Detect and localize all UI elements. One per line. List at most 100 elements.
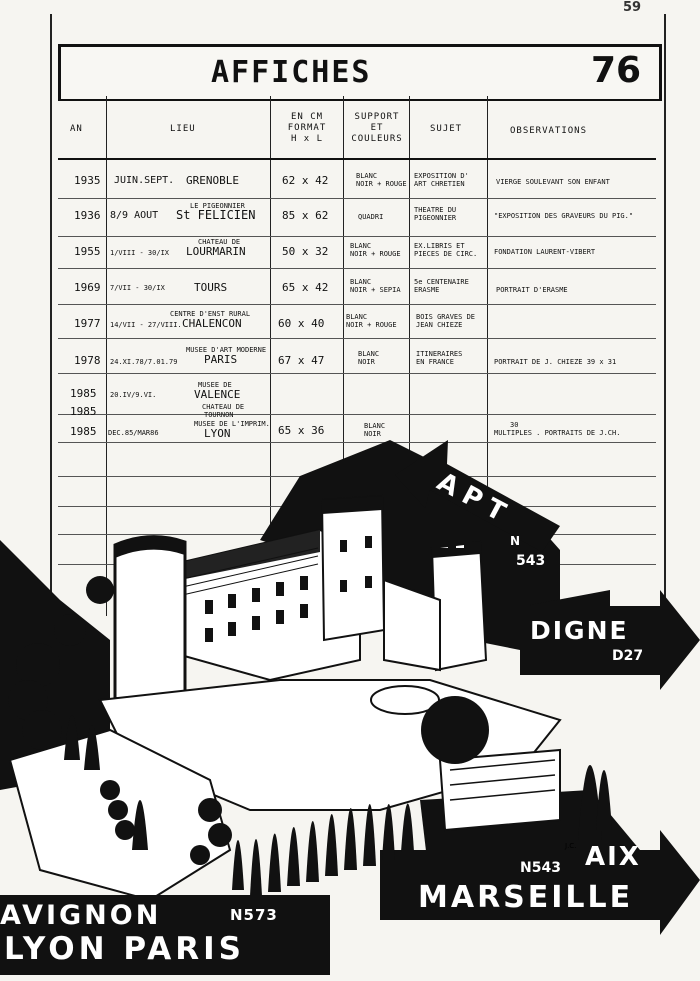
route-avignon-road: N573: [230, 906, 278, 924]
cell-year: 1977: [74, 317, 101, 330]
cell-support-line: BLANC: [350, 242, 372, 250]
header-support-line: ET: [370, 123, 384, 133]
column-header-format: EN CM FORMAT H x L: [274, 112, 340, 145]
cell-dates: 1/VIII - 30/IX: [110, 249, 170, 257]
cell-place: LOURMARIN: [186, 245, 246, 258]
cell-subject-line: ART CHRETIEN: [414, 180, 465, 188]
cell-year: 1985: [70, 425, 97, 438]
cell-subject-line: EXPOSITION D': [414, 172, 469, 180]
cell-format: 85 x 62: [282, 209, 329, 222]
row-rule: [58, 414, 656, 415]
column-header-observations: OBSERVATIONS: [510, 126, 588, 136]
cell-place-note: MUSEE DE L'IMPRIM.: [194, 420, 270, 428]
cell-observations-line: 30: [510, 421, 519, 429]
cell-support-line: NOIR + ROUGE: [346, 321, 397, 329]
column-header-sujet: SUJET: [430, 124, 463, 134]
cell-observations-line: MULTIPLES . PORTRAITS DE J.CH.: [494, 429, 621, 437]
cell-observations: PORTRAIT DE J. CHIEZE 39 x 31: [494, 358, 617, 366]
header-format-line: FORMAT: [287, 123, 327, 133]
cell-format: 50 x 32: [282, 245, 329, 258]
cell-subject-line: JEAN CHIEZE: [416, 321, 463, 329]
cell-support-line: BLANC: [350, 278, 372, 286]
header-format-line: H x L: [290, 134, 324, 144]
cell-place: TOURS: [194, 281, 228, 294]
row-rule: [58, 236, 656, 237]
cell-support-line: BLANC: [356, 172, 378, 180]
cell-support-line: NOIR: [364, 430, 381, 438]
cell-place: GRENOBLE: [186, 174, 239, 187]
document-sheet: [50, 14, 666, 614]
column-divider: [106, 96, 107, 616]
header-rule: [58, 158, 656, 160]
cell-support-line: BLANC: [364, 422, 386, 430]
header-support-line: SUPPORT: [354, 112, 400, 122]
route-apt-road-number: 543: [516, 553, 546, 569]
poster-illustration: J.C.: [0, 440, 700, 935]
cell-year: 1935: [74, 174, 101, 187]
cell-year: 1978: [74, 354, 101, 367]
cell-dates: JUIN.SEPT.: [114, 175, 175, 186]
cell-place: VALENCE: [194, 388, 241, 401]
cell-support: QUADRI: [358, 213, 383, 221]
cell-support-line: NOIR + ROUGE: [350, 250, 401, 258]
route-lyon-paris: LYON PARIS: [4, 931, 245, 967]
row-rule: [58, 268, 656, 269]
column-header-lieu: LIEU: [170, 124, 196, 134]
cell-year: 1955: [74, 245, 101, 258]
route-marseille: MARSEILLE: [418, 880, 634, 915]
cell-subject-line: ITINERAIRES: [416, 350, 463, 358]
cell-place-note: CHATEAU DE: [198, 238, 241, 246]
column-divider: [409, 96, 410, 616]
row-rule: [58, 304, 656, 305]
cell-year: 1985: [70, 405, 97, 418]
cell-format: 65 x 42: [282, 281, 329, 294]
cell-subject: EXPOSITION D'ART CHRETIEN: [414, 172, 469, 188]
document-title: AFFICHES: [211, 55, 372, 90]
cell-place: LYON: [204, 427, 231, 440]
bottom-route-band: [0, 895, 330, 975]
cell-format: 65 x 36: [278, 424, 325, 437]
cell-year: 1936: [74, 209, 101, 222]
cell-observations: "EXPOSITION DES GRAVEURS DU PIG.": [494, 212, 634, 220]
cell-support-line: NOIR + SEPIA: [350, 286, 401, 294]
header-format-line: EN CM: [290, 112, 324, 122]
row-rule: [58, 373, 656, 374]
column-divider: [343, 96, 344, 616]
column-header-an: AN: [70, 124, 83, 134]
cell-dates: DEC.85/MAR86: [108, 429, 159, 437]
cell-year: 1985: [70, 387, 97, 400]
route-digne: DIGNE: [530, 616, 629, 645]
cell-year: 1969: [74, 281, 101, 294]
cell-support-line: NOIR + ROUGE: [356, 180, 407, 188]
sheet-number: 76: [591, 50, 642, 91]
route-avignon: AVIGNON: [0, 900, 162, 931]
cell-observations: PORTRAIT D'ERASME: [496, 286, 568, 294]
column-header-support: SUPPORT ET COULEURS: [347, 112, 407, 145]
cell-subject-line: PIECES DE CIRC.: [414, 250, 478, 258]
cell-dates: 24.XI.78/7.01.79: [110, 358, 178, 366]
column-divider: [270, 96, 271, 616]
cell-format: 62 x 42: [282, 174, 329, 187]
cell-place: St FELICIEN: [176, 208, 256, 222]
cell-place: PARIS: [204, 353, 238, 366]
cell-subject-line: BOIS GRAVES DE: [416, 313, 476, 321]
posters-table: AN LIEU EN CM FORMAT H x L SUPPORT ET CO…: [58, 96, 656, 616]
cell-dates: 20.IV/9.VI.: [110, 391, 157, 399]
route-aix-road: N543: [520, 860, 561, 876]
cell-support-line: BLANC: [358, 350, 380, 358]
cell-observations: VIERGE SOULEVANT SON ENFANT: [496, 178, 610, 186]
row-rule: [58, 198, 656, 199]
cell-subject-line: 5e CENTENAIRE: [414, 278, 469, 286]
cell-subject-line: EN FRANCE: [416, 358, 454, 366]
cell-subject-line: EX.LIBRIS ET: [414, 242, 465, 250]
